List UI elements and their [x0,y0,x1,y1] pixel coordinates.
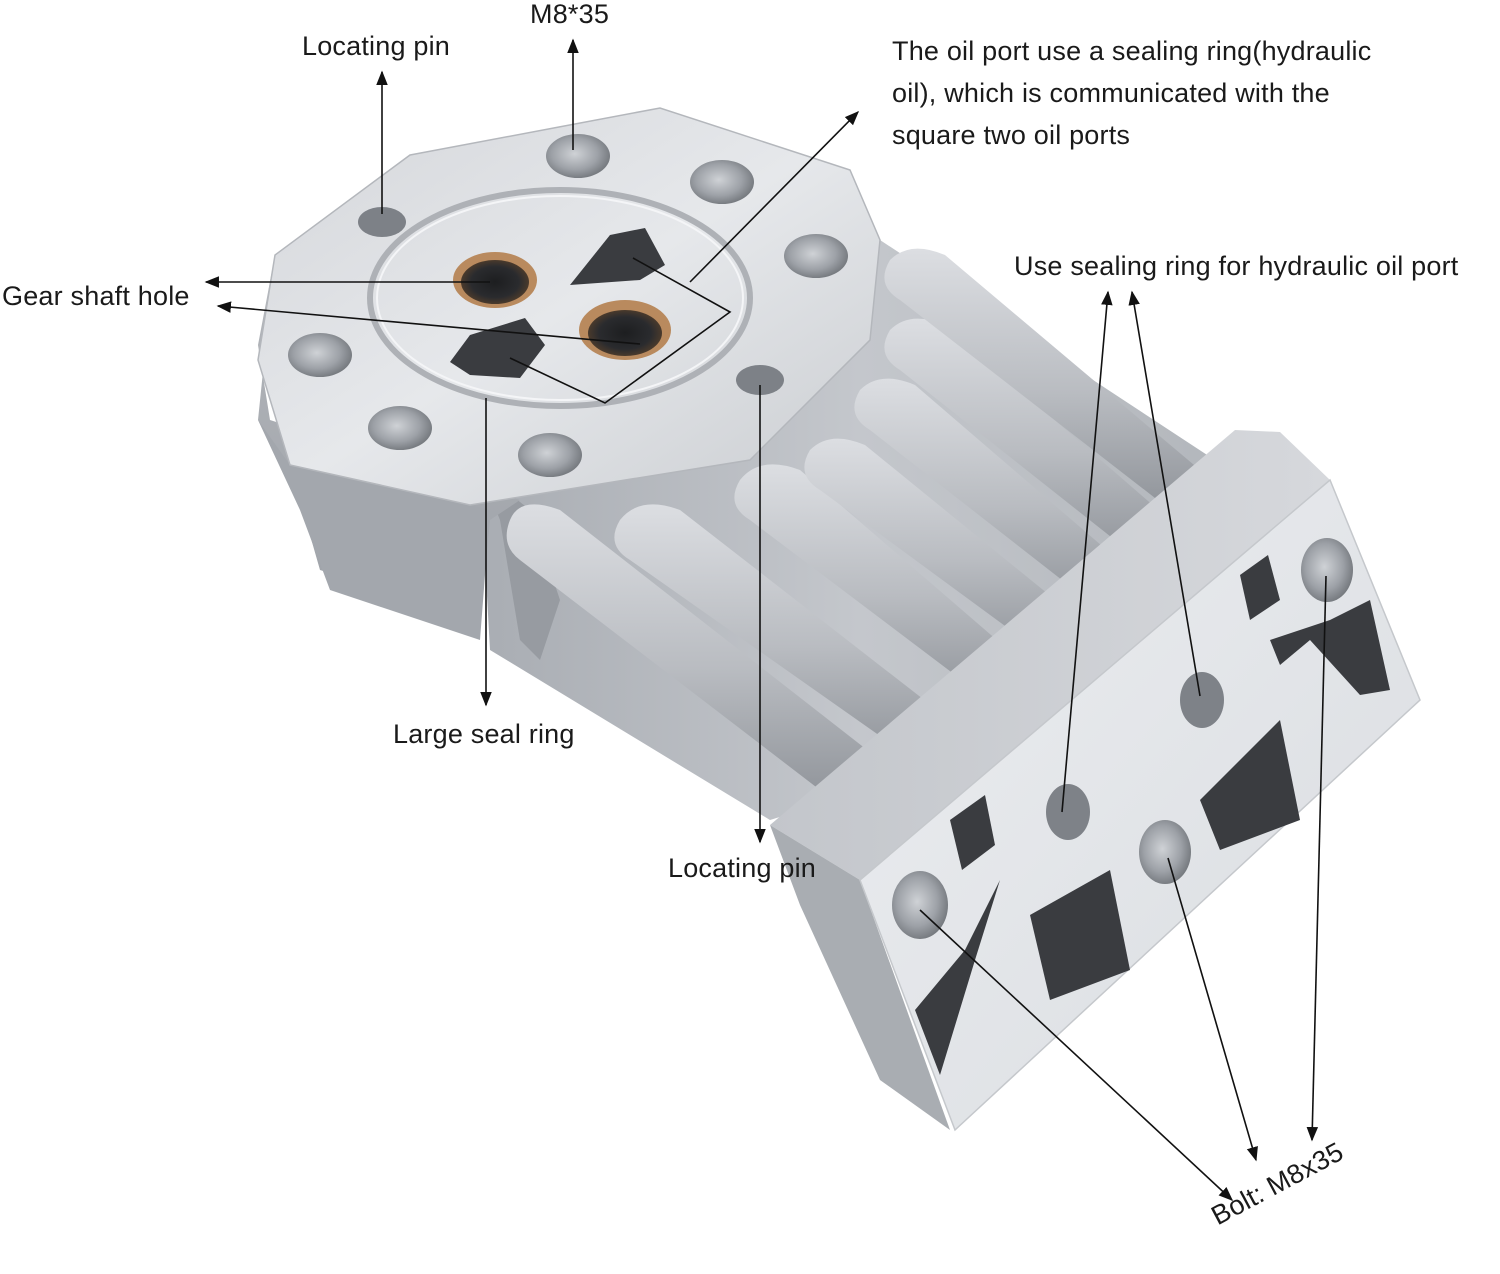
square-oil-port-1 [570,228,665,285]
locating-pin-hole-top [358,207,406,237]
label-oil-port-note-line: square two oil ports [892,120,1131,151]
rib [804,438,1093,662]
rib [884,318,1183,562]
label-gear-shaft-hole: Gear shaft hole [2,281,190,311]
bolt-hole [368,406,432,450]
annotation-lines [204,38,1327,1201]
leader-gear-2 [216,301,641,345]
face-cavity [1200,720,1300,850]
sealing-oil-port [1180,672,1224,728]
label-oil-port-note-line: The oil port use a sealing ring(hydrauli… [892,36,1372,66]
face-bolt-hole [1301,538,1353,602]
port-end-block [770,430,1421,1132]
gear-shaft-hole-1 [453,252,537,308]
face-cavity [1270,600,1390,695]
leader-sealing-2 [1128,290,1201,697]
rib [854,378,1143,612]
label-large-seal-ring: Large seal ring [393,719,575,749]
bolt-hole [288,333,352,377]
bolt-hole [518,433,582,477]
face-cavity [1030,870,1130,1000]
rib [506,504,888,804]
label-locating-pin-bottom: Locating pin [668,853,817,883]
bolt-hole [784,234,848,278]
gear-shaft-hole-2 [579,300,671,360]
rib [884,248,1213,512]
ribs [506,248,1213,804]
body-left-shadow [480,470,560,660]
face-cavity [1240,555,1280,620]
large-seal-ring-groove-highlight [376,195,744,401]
label-use-sealing-ring: Use sealing ring for hydraulic oil port [1014,251,1459,281]
label-locating-pin-top: Locating pin [302,31,451,61]
leader-sealing-1 [1061,290,1113,813]
sealing-oil-port [1046,784,1090,840]
flange-top-face [257,107,881,506]
leader-bolt-3 [1306,575,1327,1142]
rib [614,504,963,764]
leader-bolt-1 [919,909,1234,1201]
label-oil-port-note-line: oil), which is communicated with the [892,78,1330,109]
block-left-side [770,825,950,1130]
face-bolt-hole [1139,820,1191,884]
label-m8-35-top: M8*35 [530,0,610,29]
locating-pin-hole-right [736,365,784,395]
leader-bolt-2 [1167,857,1258,1162]
block-top [770,430,1330,880]
flange-bolt-holes [288,134,848,477]
bolt-hole [690,160,754,204]
bolt-hole [546,134,610,178]
flange-side-front [258,420,490,640]
large-seal-ring-groove [367,187,753,409]
face-cavity [950,795,995,870]
label-oil-port-note: The oil port use a sealing ring(hydrauli… [892,30,1371,156]
leader-oilport [689,110,860,283]
leader-oilport-branch [509,257,732,404]
rib [734,464,1033,704]
face-cavity [915,880,1000,1075]
